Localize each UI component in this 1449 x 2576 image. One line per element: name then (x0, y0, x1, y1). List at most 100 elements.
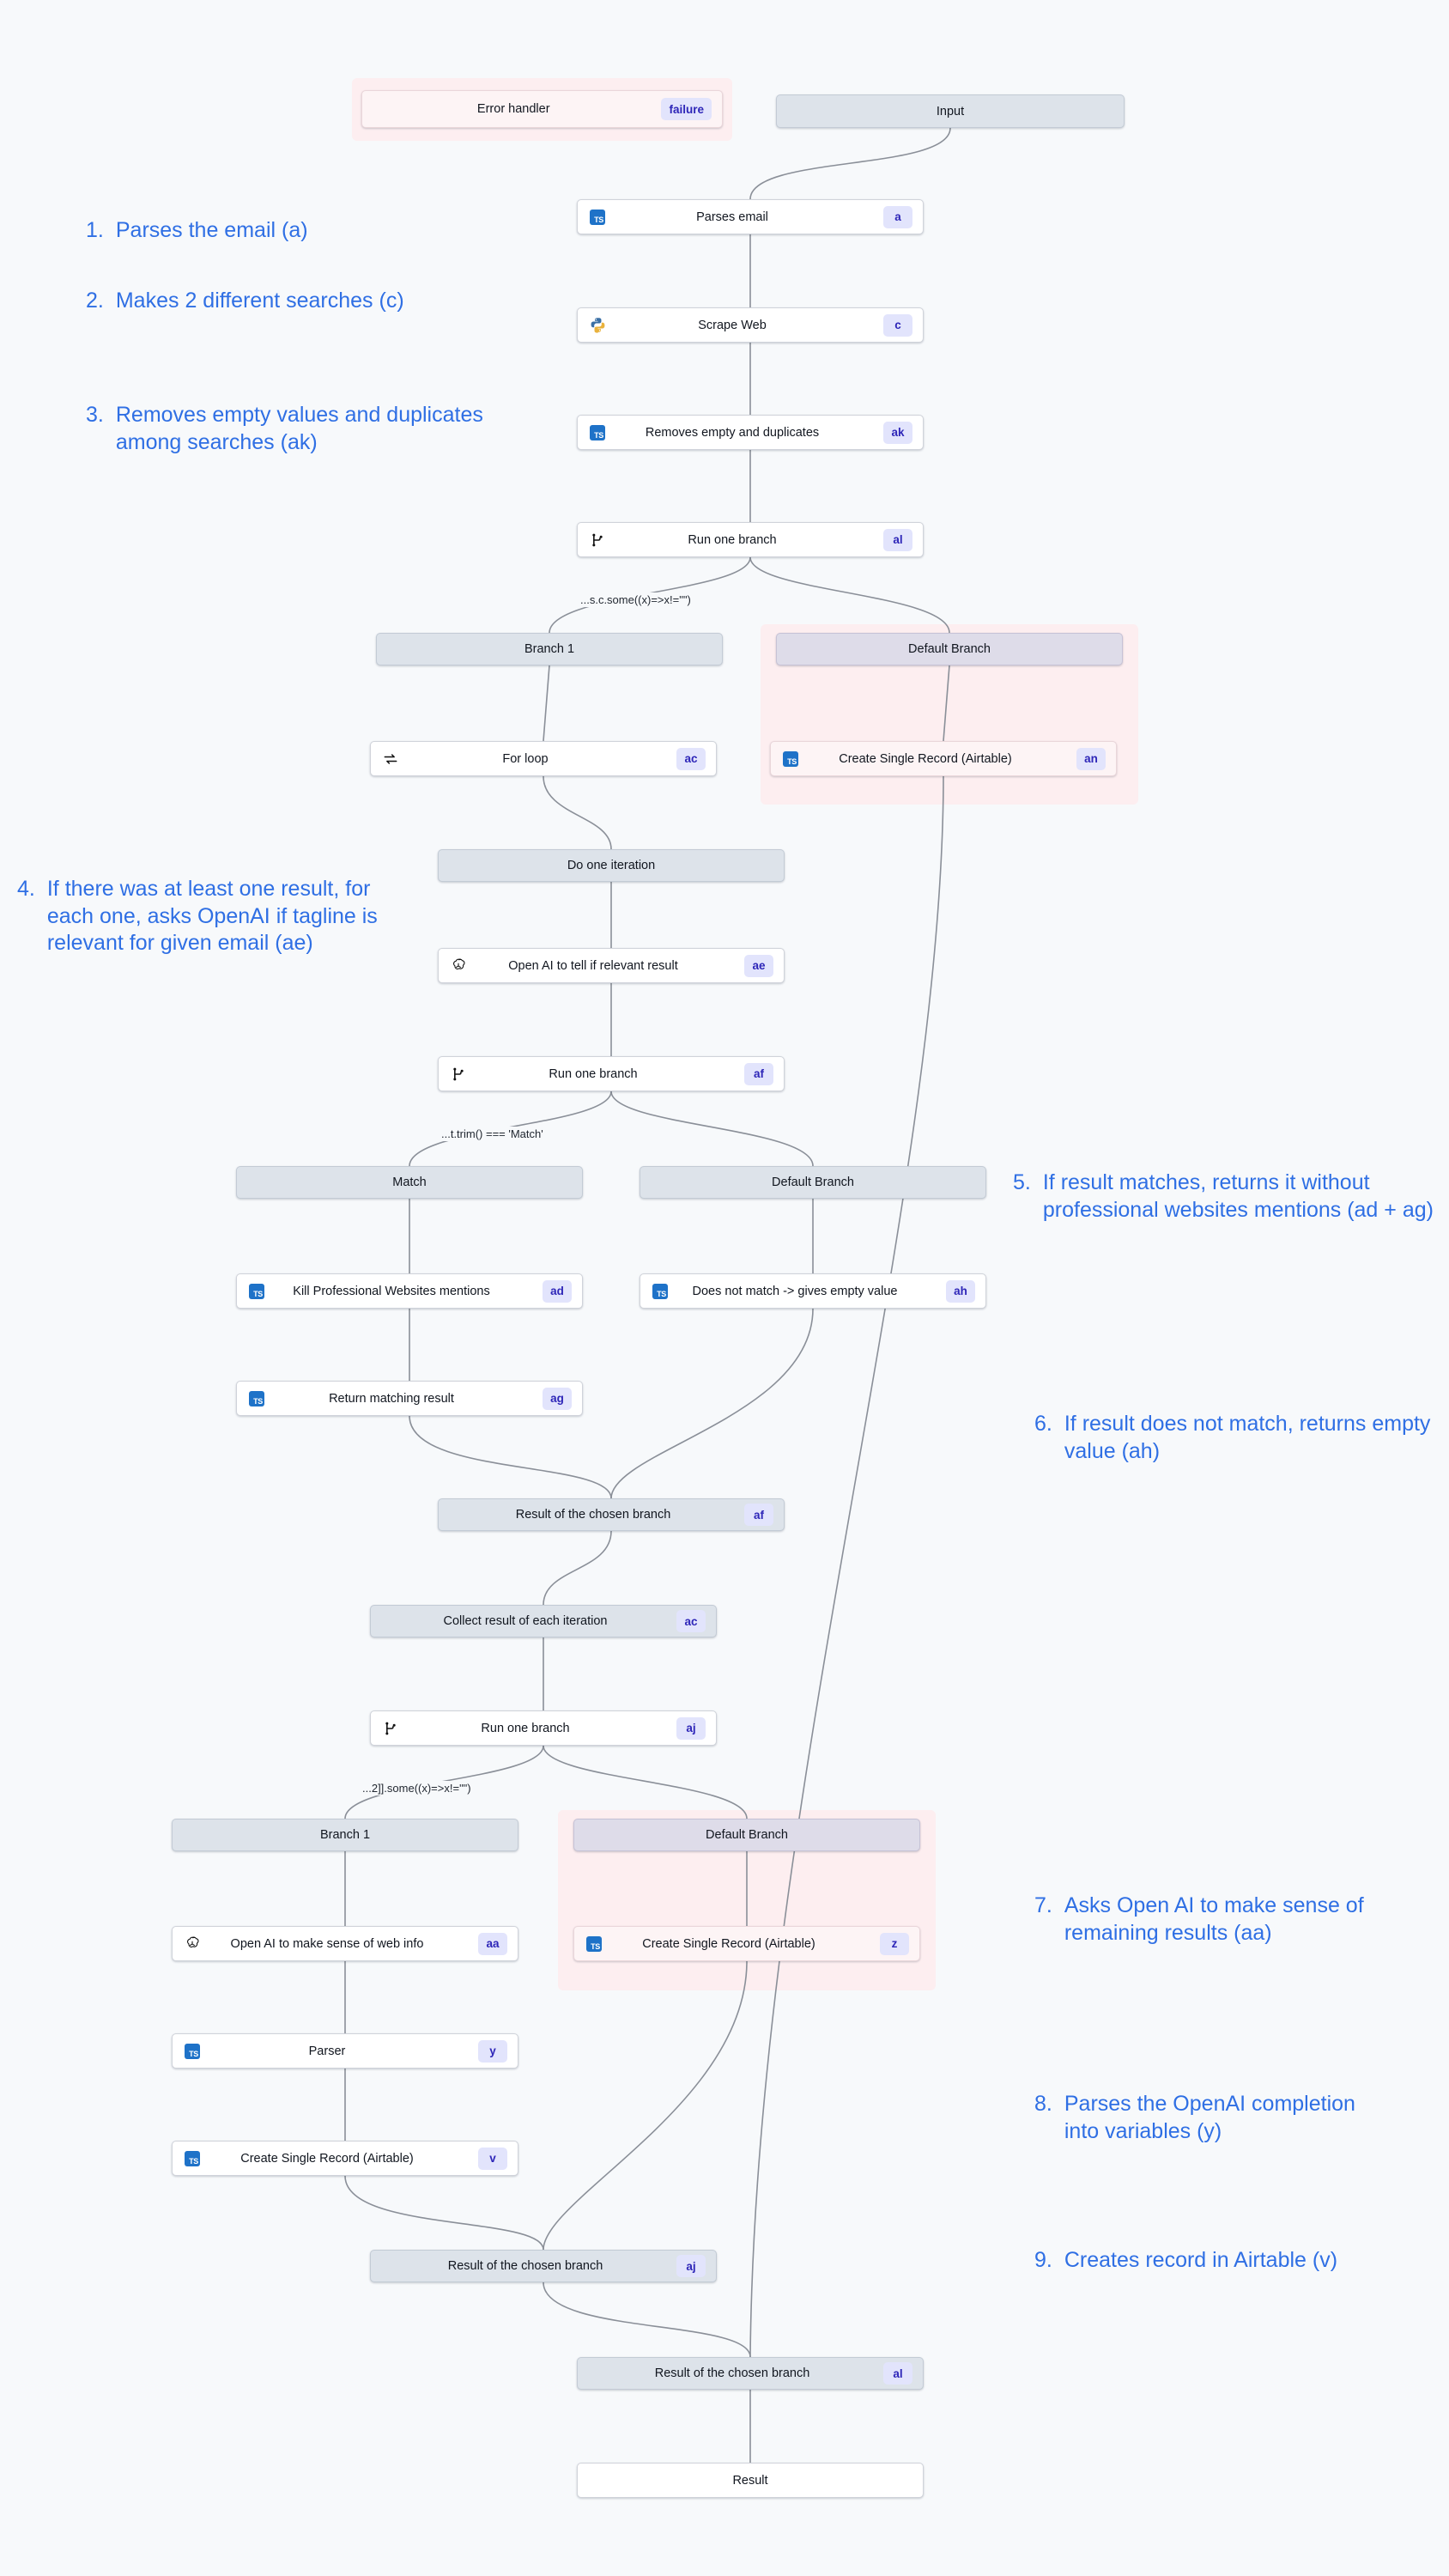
edge-forloop-to-iteration (543, 775, 612, 850)
node-label: Run one branch (549, 1066, 638, 1081)
node-tag: y (478, 2039, 507, 2063)
node-do_one_iter[interactable]: Do one iteration (438, 849, 785, 882)
node-default_mid[interactable]: Default Branch (640, 1166, 986, 1199)
annotation-text: If result matches, returns it without pr… (1042, 1170, 1434, 1222)
typescript-icon: TS (652, 1283, 668, 1299)
edge-input-to-a (749, 127, 951, 200)
node-tag: af (744, 1504, 773, 1526)
node-tag: al (883, 528, 912, 551)
node-default_top[interactable]: Default Branch (776, 633, 1123, 665)
node-label: Input (936, 104, 965, 118)
condition-label-cond_aj: ...2]].some((x)=>x!="") (359, 1781, 475, 1795)
typescript-icon: TS (586, 1935, 602, 1952)
node-default_bot[interactable]: Default Branch (573, 1819, 920, 1851)
edge-af-to-default-mid (610, 1091, 814, 1167)
node-label: Create Single Record (Airtable) (642, 1936, 815, 1951)
typescript-icon: TS (588, 208, 607, 227)
node-label: Default Branch (772, 1176, 854, 1189)
node-label: Run one branch (481, 1721, 570, 1735)
node-label: Open AI to make sense of web info (230, 1936, 424, 1951)
annotation-number: 6. (1034, 1412, 1052, 1436)
node-label: Result of the chosen branch (515, 1508, 671, 1522)
loop-icon (384, 753, 397, 764)
typescript-icon: TS (183, 2149, 202, 2168)
node-af_branch[interactable]: Run one branch af (438, 1056, 785, 1091)
node-label: Match (392, 1176, 427, 1189)
branch-icon (453, 1067, 464, 1080)
node-input[interactable]: Input (776, 94, 1125, 128)
annotation-text: If result does not match, returns empty … (1064, 1412, 1431, 1463)
node-tag: ae (744, 954, 773, 977)
edge-default-to-an (943, 665, 950, 742)
branch-icon (449, 1065, 468, 1084)
node-tag: ah (946, 1279, 975, 1303)
node-label: Default Branch (706, 1828, 788, 1842)
typescript-icon: TS (783, 750, 798, 767)
node-label: Branch 1 (319, 1828, 371, 1842)
annotation-text: Creates record in Airtable (v) (1064, 2248, 1338, 2272)
node-label: Parses email (696, 210, 768, 224)
node-ah[interactable]: TS Does not match -> gives empty value ah (640, 1273, 986, 1309)
typescript-icon: TS (247, 1282, 266, 1301)
node-tag: c (883, 313, 912, 337)
typescript-icon: TS (781, 750, 800, 769)
annotation-number: 5. (1013, 1170, 1031, 1194)
node-branch1_bot[interactable]: Branch 1 (172, 1819, 518, 1851)
typescript-icon: TS (585, 1935, 603, 1953)
typescript-icon: TS (247, 1389, 266, 1408)
node-a[interactable]: TS Parses email a (577, 199, 924, 234)
typescript-icon: TS (651, 1282, 670, 1301)
node-ad[interactable]: TS Kill Professional Websites mentions ad (236, 1273, 583, 1309)
node-label: Default Branch (908, 642, 991, 656)
node-branch1_top[interactable]: Branch 1 (376, 633, 723, 665)
annotation-number: 4. (17, 877, 35, 901)
edge-ajresult-to-alresult (543, 2281, 751, 2358)
node-label: Error handler (476, 102, 550, 116)
node-tag: ad (543, 1279, 572, 1303)
node-tag: aa (478, 1932, 507, 1955)
annotation-text: Makes 2 different searches (c) (115, 289, 404, 313)
edge-afresult-to-collect (543, 1530, 612, 1606)
edge-branch1-to-forloop (543, 665, 550, 742)
node-label: For loop (502, 751, 549, 766)
python-icon (588, 316, 607, 335)
annotation-step-4: 4.If there was at least one result, for … (17, 876, 403, 957)
annotation-step-2: 2.Makes 2 different searches (c) (86, 288, 412, 315)
typescript-icon: TS (590, 209, 605, 225)
annotation-text: Removes empty values and duplicates amon… (115, 403, 483, 454)
node-match_hdr[interactable]: Match (236, 1166, 583, 1199)
node-af_result[interactable]: Result of the chosen branch af (438, 1498, 785, 1531)
node-label: Scrape Web (698, 318, 767, 332)
typescript-icon: TS (185, 2043, 200, 2059)
node-label: Result (732, 2473, 768, 2488)
openai-icon (449, 957, 468, 975)
node-tag: a (883, 205, 912, 228)
node-label: Does not match -> gives empty value (692, 1284, 898, 1298)
node-aa[interactable]: Open AI to make sense of web info aa (172, 1926, 518, 1961)
node-label: Kill Professional Websites mentions (293, 1284, 490, 1298)
node-label: Result of the chosen branch (654, 2366, 810, 2380)
openai-icon (183, 1935, 202, 1953)
branch-icon (385, 1722, 396, 1735)
node-ac_forloop[interactable]: For loop ac (370, 741, 717, 776)
node-c[interactable]: Scrape Web c (577, 307, 924, 343)
node-tag: af (744, 1062, 773, 1085)
node-tag: ac (676, 747, 706, 770)
branch-icon (381, 1719, 400, 1738)
node-result[interactable]: Result (577, 2463, 924, 2498)
node-tag: ac (676, 1610, 706, 1632)
